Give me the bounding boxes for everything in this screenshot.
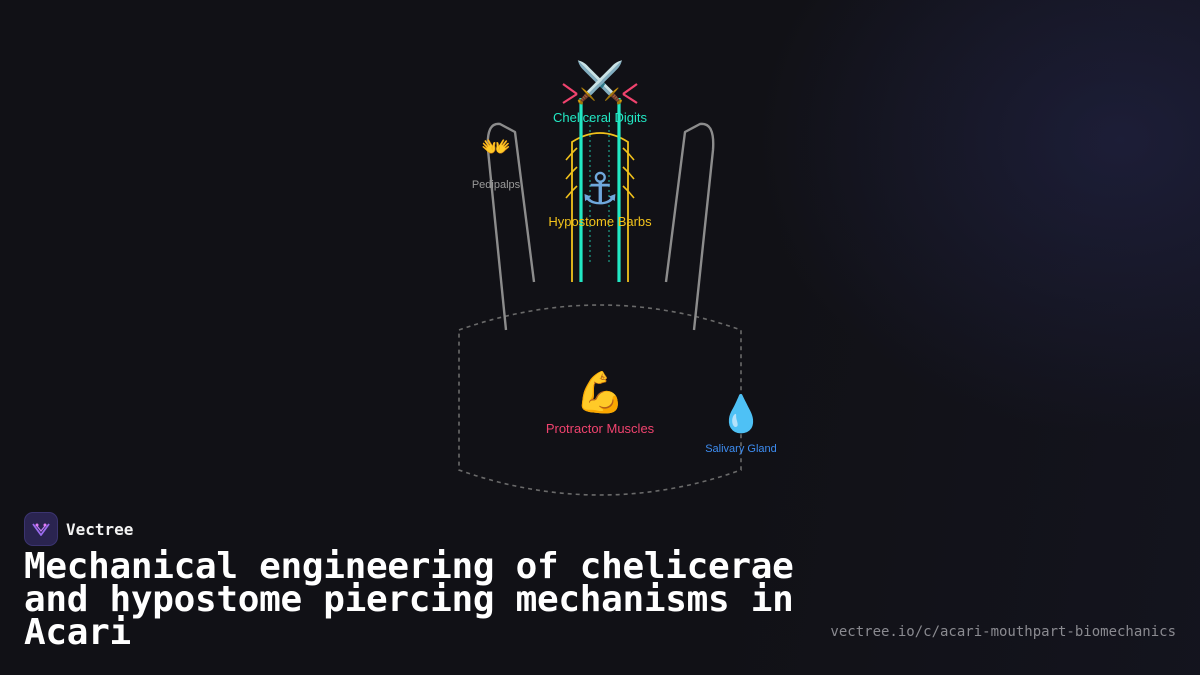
salivary-gland-label: Salivary Gland (705, 443, 777, 455)
right-pedipalp (664, 122, 715, 331)
vectree-logo (24, 512, 58, 546)
brand-name: Vectree (66, 519, 134, 539)
hypostome-barbs-right (622, 147, 635, 199)
protractor-muscles-label: Protractor Muscles (546, 421, 655, 436)
pedipalps-label: Pedipalps (472, 179, 521, 191)
droplet-icon: 💧 (719, 393, 764, 435)
anchor-icon: ⚓ (580, 164, 619, 215)
crossed-swords-icon: ⚔️ (575, 59, 625, 106)
cheliceral-digits-label: Cheliceral Digits (553, 110, 647, 125)
page-title: Mechanical engineering of chelicerae and… (24, 546, 794, 653)
source-url: vectree.io/c/acari-mouthpart-biomechanic… (830, 624, 1176, 640)
hypostome (571, 132, 629, 282)
right-cheliceral-digit (622, 83, 638, 104)
hypostome-barbs-left (565, 147, 578, 199)
open-hands-icon: 👐 (481, 133, 511, 161)
left-pedipalp (486, 122, 536, 331)
capitulum-outline (458, 304, 742, 496)
brand: Vectree (24, 512, 133, 546)
vectree-logo-mark (32, 523, 50, 536)
left-cheliceral-digit (562, 83, 578, 104)
flexed-biceps-icon: 💪 (575, 369, 625, 416)
hypostome-barbs-label: Hypostome Barbs (548, 214, 652, 229)
